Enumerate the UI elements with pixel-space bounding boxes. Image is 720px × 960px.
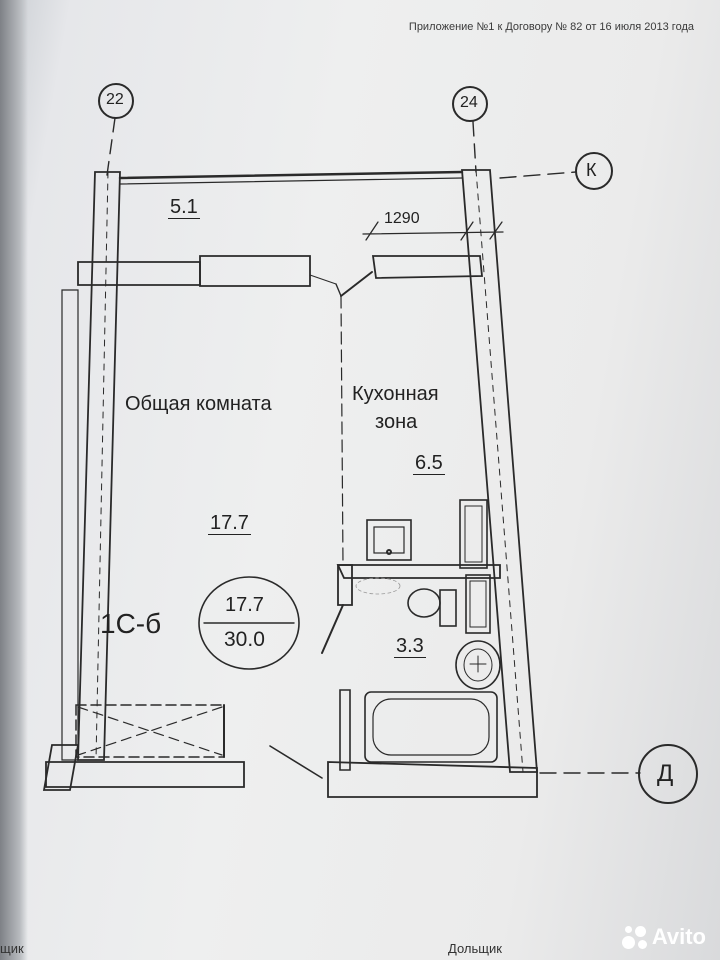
avito-logo-icon: [621, 924, 648, 950]
unit-total-area: 30.0: [224, 628, 265, 651]
axis-label-d: Д: [657, 760, 674, 787]
axis-label-22: 22: [106, 91, 124, 108]
balcony-partition-mid: [199, 255, 311, 287]
left-wall: [77, 171, 121, 761]
kitchen-cabinet-upper: [459, 499, 488, 569]
built-in-wardrobe: [75, 704, 225, 758]
bathtub: [364, 691, 498, 763]
unit-area-ellipse: [198, 576, 300, 670]
axis-label-k: К: [586, 160, 597, 180]
axis-bubble-24: [452, 86, 488, 122]
balcony-partition-right: [371, 255, 483, 279]
bathroom-door-leaf: [321, 604, 344, 654]
wash-basin: [455, 640, 501, 690]
kitchen-sink: [366, 519, 412, 561]
document-header: Приложение №1 к Договору № 82 от 16 июля…: [408, 21, 694, 33]
kitchen-cabinet-lower: [465, 574, 491, 634]
bottom-wall-left: [45, 761, 245, 788]
axis-bubble-k: [575, 152, 613, 190]
footer-right-text: Дольщик: [448, 941, 502, 956]
bathroom-top-wall: [336, 564, 501, 579]
kitchen-area: 6.5: [413, 452, 445, 475]
toilet: [407, 588, 441, 618]
avito-logo: Avito: [621, 924, 706, 950]
axis-bubble-22: [98, 83, 134, 119]
bottom-wall-right: [327, 761, 538, 798]
balcony-door-leaf: [340, 271, 373, 297]
axis-bubble-d: [638, 744, 698, 804]
axis-line-22: [106, 117, 116, 176]
footer-left-text: щик: [0, 941, 24, 956]
kitchen-name-line1: Кухонная: [352, 383, 439, 405]
avito-logo-text: Avito: [651, 924, 706, 949]
bathroom-left-wall: [337, 564, 353, 606]
living-room-name: Общая комната: [125, 393, 272, 415]
balcony-area: 5.1: [168, 196, 200, 219]
balcony-partition-left: [77, 261, 201, 286]
unit-code: 1С-б: [100, 608, 162, 639]
axis-line-k: [499, 171, 577, 179]
kitchen-name-line2: зона: [375, 411, 418, 433]
bathroom-area: 3.3: [394, 635, 426, 658]
zone-boundary: [340, 295, 344, 566]
dimension-label: 1290: [384, 210, 420, 227]
axis-line-24: [472, 121, 477, 173]
page-edge-shadow: [0, 0, 28, 960]
axis-label-24: 24: [460, 94, 478, 111]
dimension-line: [362, 231, 504, 235]
unit-living-area: 17.7: [225, 594, 264, 616]
balcony-rail: [118, 170, 464, 180]
living-room-area: 17.7: [208, 512, 251, 535]
